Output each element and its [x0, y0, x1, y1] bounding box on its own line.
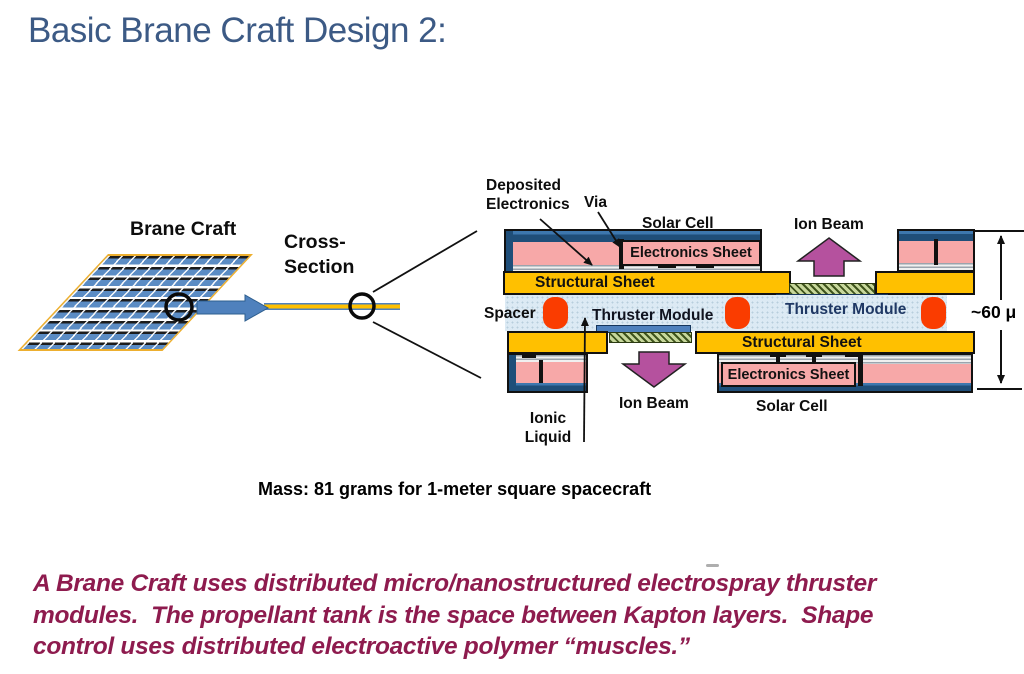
- ion-beam-top-label: Ion Beam: [794, 216, 864, 233]
- solar-cell-bottom-label: Solar Cell: [756, 398, 828, 415]
- thin-sheet-edge: [264, 303, 400, 310]
- via-contact: [696, 264, 714, 268]
- spacer-left: [543, 297, 568, 329]
- cross-section-label-line2: Section: [284, 256, 355, 278]
- via-contact: [812, 356, 816, 362]
- structural-sheet-bottom-label: Structural Sheet: [742, 333, 862, 351]
- via-contact: [806, 353, 822, 357]
- electronics-sheet-top-label: Electronics Sheet: [621, 240, 761, 266]
- structural-sheet-top-label: Structural Sheet: [535, 274, 655, 291]
- spacer-label: Spacer: [484, 305, 536, 322]
- deposited-electronics-label: Deposited Electronics: [486, 176, 570, 214]
- caption-line3: control uses distributed electroactive p…: [33, 633, 690, 660]
- thruster-emitter-grid-bottom: [609, 332, 692, 343]
- via-label: Via: [584, 194, 607, 211]
- thruster-module-right-label: Thruster Module: [785, 301, 907, 318]
- electronics-sheet-bottom-label: Electronics Sheet: [721, 362, 856, 387]
- left-edge-cap: [509, 355, 516, 391]
- cell-divider: [858, 355, 863, 386]
- brane-craft-solar-panel: [17, 254, 253, 351]
- deposited-electronics-layer: [719, 355, 971, 364]
- cross-section-label: Cross- Section: [284, 230, 354, 280]
- via-contact: [770, 353, 786, 357]
- page-title: Basic Brane Craft Design 2:: [28, 11, 447, 50]
- structural-sheet-bottom: Structural Sheet: [695, 331, 975, 354]
- deposited-electronics-layer: [506, 265, 760, 271]
- caption-line1: A Brane Craft uses distributed micro/nan…: [33, 570, 877, 597]
- thickness-dimension-label: ~60 μ: [969, 302, 1019, 323]
- deposited-electronics-line1: Deposited: [486, 177, 561, 194]
- ion-beam-down-arrow-icon: [620, 351, 688, 388]
- callout-line-bottom: [372, 321, 482, 379]
- structural-sheet-bottom-left: [507, 331, 608, 354]
- cell-divider: [539, 360, 543, 383]
- solar-cell-layer: [509, 383, 586, 391]
- ion-beam-bottom-label: Ion Beam: [619, 395, 689, 412]
- deposited-electronics-line2: Electronics: [486, 196, 570, 213]
- spacer-middle: [725, 297, 750, 329]
- spacer-right: [921, 297, 946, 329]
- via-contact: [845, 353, 861, 357]
- caption-line2: modules. The propellant tank is the spac…: [33, 601, 874, 629]
- callout-line-top: [372, 230, 478, 293]
- via-contact: [658, 264, 676, 268]
- cross-section-label-line1: Cross-: [284, 231, 346, 253]
- caption: A Brane Craft uses distributed micro/nan…: [33, 568, 876, 663]
- ionic-liquid-line2: Liquid: [524, 429, 572, 446]
- stray-mark: [706, 564, 719, 567]
- cell-divider: [934, 239, 938, 265]
- brane-craft-label: Brane Craft: [130, 218, 237, 240]
- solar-cell-top-label: Solar Cell: [642, 215, 714, 232]
- top-right-layer-stack: [897, 229, 975, 272]
- thruster-module-left-label: Thruster Module: [592, 307, 714, 324]
- ionic-liquid-label: Ionic Liquid: [517, 409, 579, 447]
- solar-cell-layer: [899, 231, 973, 241]
- via-contact: [776, 356, 780, 362]
- ionic-liquid-line1: Ionic: [529, 410, 567, 427]
- electronics-sheet-layer: [509, 362, 586, 383]
- solar-cell-layer: [506, 231, 760, 242]
- structural-sheet-top: Structural Sheet: [503, 271, 791, 295]
- deposited-electronics-layer: [509, 355, 586, 362]
- solar-cell-layer: [719, 383, 971, 391]
- deposited-electronics-layer: [899, 263, 973, 270]
- bottom-left-layer-stack: [507, 353, 588, 393]
- ion-beam-up-arrow-icon: [795, 237, 863, 277]
- via-contact: [522, 354, 536, 358]
- structural-sheet-top-right: [875, 271, 975, 295]
- mass-note: Mass: 81 grams for 1-meter square spacec…: [258, 479, 652, 499]
- left-edge-cap: [506, 231, 513, 271]
